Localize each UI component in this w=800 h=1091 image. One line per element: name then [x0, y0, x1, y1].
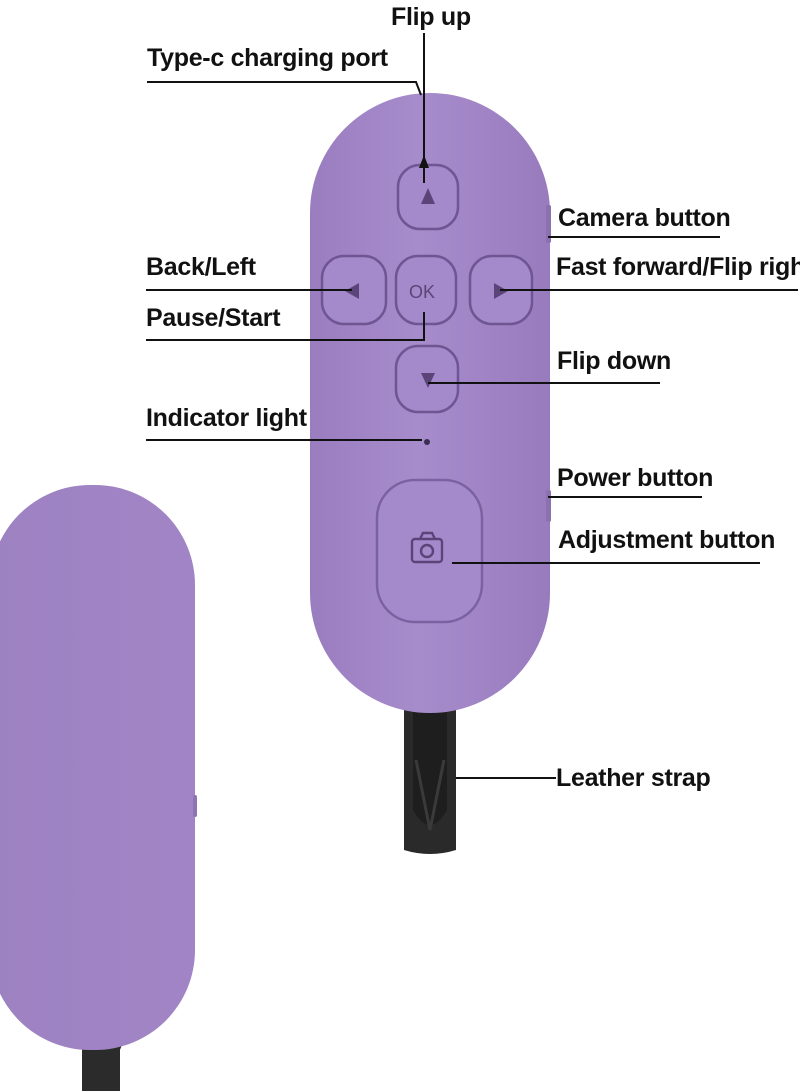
ok-button[interactable]: OK — [394, 254, 458, 326]
label-pause-start: Pause/Start — [146, 304, 281, 332]
flip-down-button[interactable] — [394, 344, 460, 414]
label-fast-forward: Fast forward/Flip right — [556, 253, 800, 281]
ok-label: OK — [409, 282, 435, 302]
side-view-body — [0, 485, 195, 1050]
indicator-light-dot — [424, 439, 430, 445]
label-type-c-port: Type-c charging port — [147, 44, 388, 72]
leather-strap — [404, 695, 456, 854]
label-flip-down: Flip down — [557, 347, 671, 375]
power-side-button — [546, 490, 551, 522]
up-arrow-icon — [421, 188, 435, 204]
label-adjustment-button: Adjustment button — [558, 526, 776, 554]
label-flip-up: Flip up — [391, 3, 471, 31]
flip-up-button[interactable] — [396, 163, 460, 231]
callout-arrowheads — [419, 155, 429, 168]
label-camera-button: Camera button — [558, 204, 731, 232]
side-view-button-nub — [193, 795, 197, 817]
down-arrow-icon — [421, 373, 435, 388]
pause-start-line — [146, 312, 425, 341]
label-indicator-light: Indicator light — [146, 404, 307, 432]
type-c-line — [147, 81, 422, 96]
adjustment-button[interactable] — [375, 478, 484, 624]
label-leather-strap: Leather strap — [556, 764, 711, 792]
camera-side-button — [546, 205, 551, 243]
camera-icon — [410, 531, 444, 564]
label-power-button: Power button — [557, 464, 714, 492]
side-view-remote — [0, 485, 197, 1091]
label-back-left: Back/Left — [146, 253, 256, 281]
